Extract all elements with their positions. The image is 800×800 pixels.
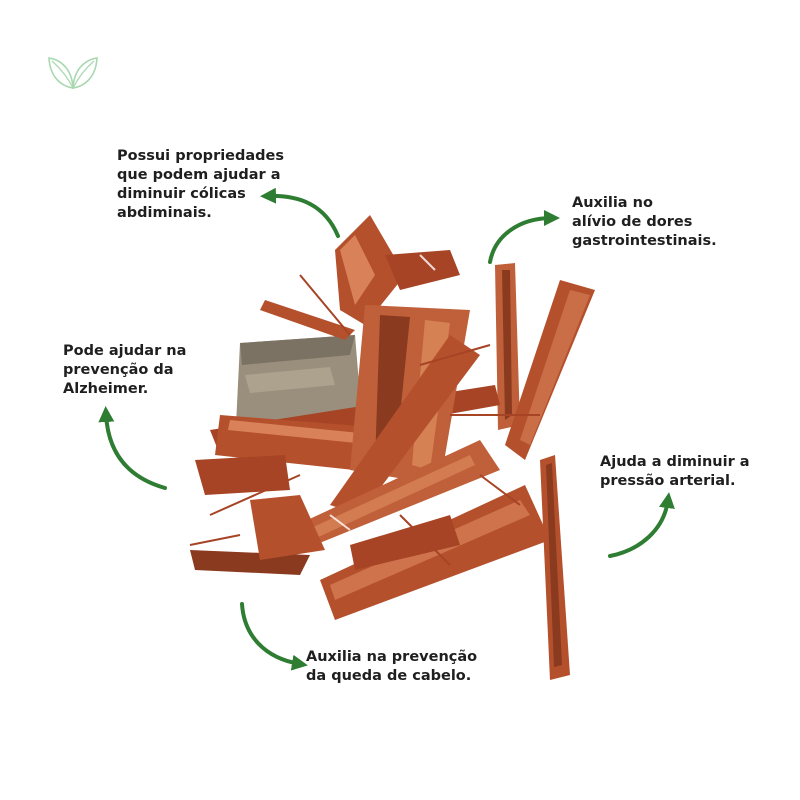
callout-alzheimer-line: Pode ajudar na (63, 343, 187, 359)
callout-pressure-line: Ajuda a diminuir a (600, 454, 750, 470)
callout-colic: Possui propriedades que podem ajudar a d… (117, 147, 284, 223)
bark-chips-image (189, 215, 595, 680)
callout-gastro: Auxilia no alívio de dores gastrointesti… (572, 194, 717, 251)
callout-colic-line: diminuir cólicas (117, 186, 246, 202)
callout-pressure-line: pressão arterial. (600, 473, 736, 489)
callout-colic-line: Possui propriedades (117, 148, 285, 164)
callout-colic-line: abdiminais. (117, 205, 212, 221)
callout-hair: Auxilia na prevenção da queda de cabelo. (306, 648, 477, 686)
leaf-logo-icon (48, 57, 98, 89)
callout-gastro-line: alívio de dores (572, 214, 693, 230)
callout-alzheimer: Pode ajudar na prevenção da Alzheimer. (63, 342, 186, 399)
callout-hair-line: da queda de cabelo. (306, 668, 472, 684)
callout-alzheimer-line: Alzheimer. (63, 381, 149, 397)
callout-alzheimer-line: prevenção da (63, 362, 174, 378)
callout-hair-line: Auxilia na prevenção (306, 649, 478, 665)
callout-gastro-line: gastrointestinais. (572, 233, 717, 249)
callout-gastro-line: Auxilia no (572, 195, 653, 211)
callout-pressure: Ajuda a diminuir a pressão arterial. (600, 453, 750, 491)
callout-colic-line: que podem ajudar a (117, 167, 281, 183)
